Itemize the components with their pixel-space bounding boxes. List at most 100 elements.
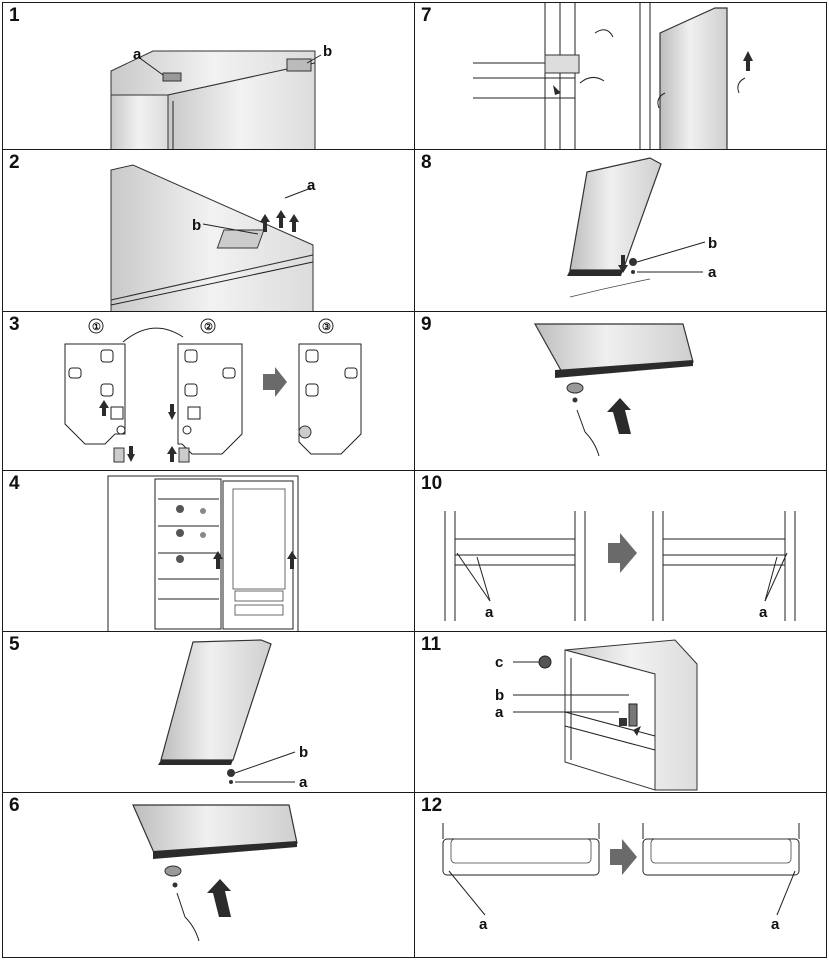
shelf-before [444, 511, 586, 621]
bushing [164, 865, 182, 877]
step-10-label-a-left: a [485, 604, 494, 621]
step-5-label-b: b [299, 744, 308, 761]
up-arrow-icon [99, 400, 109, 416]
hand [184, 916, 200, 942]
screw-up-arrow-icon [260, 214, 270, 232]
step-12-panel: 12 a a [414, 792, 827, 958]
door-after [642, 823, 800, 876]
step-8-number: 8 [421, 152, 432, 173]
step-9-number: 9 [421, 314, 432, 335]
hinge-bracket-2 [177, 343, 243, 455]
hinge-plate-b [216, 229, 265, 249]
pin-a [229, 780, 233, 784]
up-arrow-icon [213, 551, 223, 569]
swap-arrow [122, 327, 184, 343]
bushing [566, 382, 584, 394]
hand-left [579, 77, 605, 84]
fridge-interior [154, 478, 222, 630]
step-1-number: 1 [9, 5, 20, 26]
step-12-label-a-left: a [479, 916, 488, 933]
door-panel [569, 157, 662, 271]
fridge-front [167, 62, 316, 149]
step-3-illustration: ① ② ③ [64, 318, 362, 463]
screwdriver [176, 892, 186, 918]
step-9-panel: 9 [414, 311, 827, 471]
step-8-illustration: b a [567, 157, 717, 298]
step-2-label-a: a [307, 177, 316, 194]
step-8-label-b: b [708, 235, 717, 252]
next-arrow-icon [263, 367, 287, 397]
fridge-opening [564, 649, 656, 791]
hand [584, 431, 600, 457]
step-11-label-a: a [495, 704, 504, 721]
hand-door [657, 92, 666, 109]
step-10-label-a-right: a [759, 604, 768, 621]
step-10-panel: 10 a [414, 470, 827, 632]
step-12-number: 12 [421, 795, 443, 816]
step-12-illustration: a a [442, 823, 800, 933]
cover-c [538, 655, 552, 669]
screw-up-arrow-icon [289, 214, 299, 232]
rotation-arrow [594, 29, 614, 38]
step-9-illustration [533, 323, 694, 457]
step-3-panel: 3 ① ② ③ [2, 311, 415, 471]
step-12-label-a-right: a [771, 916, 780, 933]
door [659, 7, 728, 149]
screw-up-arrow-icon [276, 210, 286, 228]
hinge-bracket-1 [64, 343, 126, 445]
door-bottom-edge [567, 270, 623, 276]
up-arrow-icon [607, 398, 631, 434]
step-6-panel: 6 [2, 792, 415, 958]
door-bottom-edge [158, 760, 233, 765]
installed-pin [298, 425, 312, 439]
step-11-panel: 11 c b a [414, 631, 827, 793]
step-8-panel: 8 b a [414, 149, 827, 312]
hand-right [737, 77, 746, 94]
pin-part [113, 447, 125, 463]
step-10-number: 10 [421, 473, 443, 494]
screwdriver [576, 409, 586, 433]
next-arrow-icon [608, 533, 637, 573]
motion-arrow [569, 278, 651, 298]
step-11-illustration: c b a [495, 639, 698, 791]
step-2-panel: 2 a b [2, 149, 415, 312]
down-arrow-icon [618, 255, 628, 273]
step-7-panel: 7 [414, 2, 827, 150]
pin-a [631, 270, 635, 274]
door-before [442, 823, 600, 876]
step-11-label-c: c [495, 654, 503, 671]
step-3-stage-3: ③ [322, 322, 331, 333]
up-arrow-icon [287, 551, 297, 569]
step-3-stage-2: ② [204, 322, 213, 333]
step-3-number: 3 [9, 314, 20, 335]
door-panel [160, 639, 272, 761]
bushing-b [629, 258, 637, 266]
step-2-illustration: a b [110, 164, 316, 311]
step-6-number: 6 [9, 795, 20, 816]
bushing-b [227, 769, 235, 777]
up-arrow-icon [207, 879, 231, 917]
down-arrow-icon [553, 85, 561, 95]
hinge-b [628, 703, 638, 727]
step-5-illustration: b a [158, 639, 308, 791]
step-4-panel: 4 [2, 470, 415, 632]
step-5-number: 5 [9, 634, 20, 655]
door-inner [222, 480, 294, 630]
step-11-number: 11 [421, 634, 442, 655]
step-1-label-a: a [133, 46, 142, 63]
hinge-part [544, 54, 580, 74]
step-10-illustration: a a [444, 511, 796, 621]
up-arrow-icon [167, 446, 177, 462]
screw-a [619, 718, 627, 726]
step-2-number: 2 [9, 152, 20, 173]
step-2-label-b: b [192, 217, 201, 234]
hinge-bracket-3 [298, 343, 362, 455]
step-3-stage-1: ① [92, 322, 101, 333]
step-1-label-b: b [323, 43, 332, 60]
step-11-label-b: b [495, 687, 504, 704]
door-bottom-strip [555, 360, 693, 378]
step-4-number: 4 [9, 473, 20, 494]
step-1-panel: 1 a b [2, 2, 415, 150]
step-7-number: 7 [421, 5, 432, 26]
